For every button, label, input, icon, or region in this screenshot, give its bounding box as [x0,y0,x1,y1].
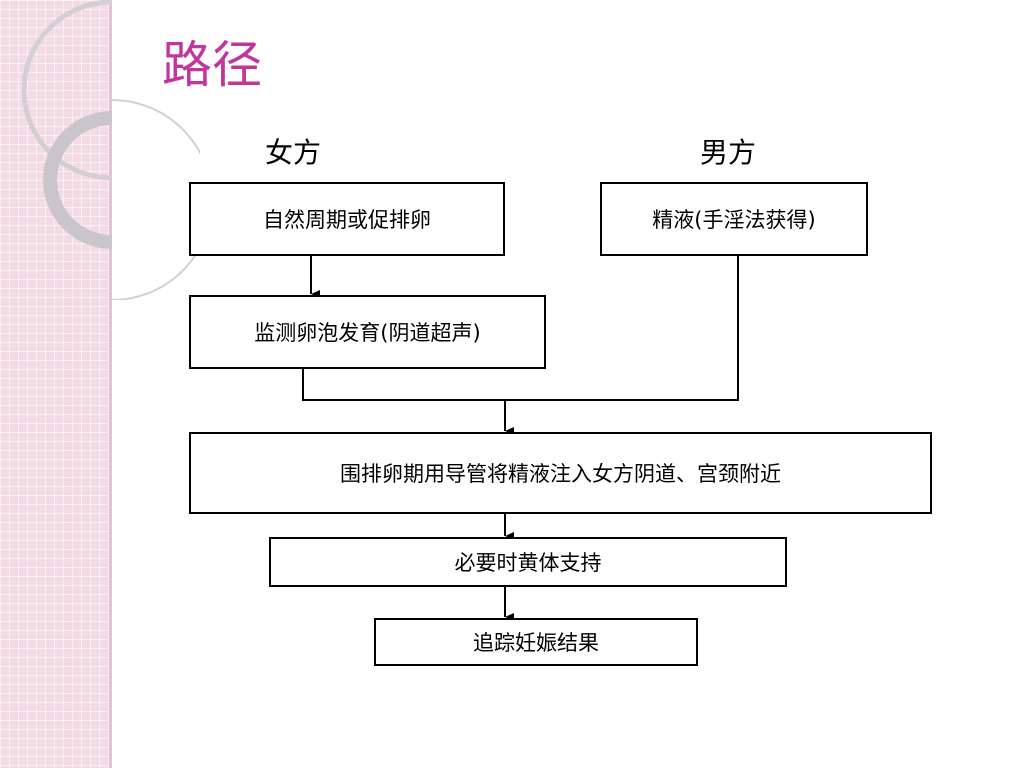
luteal-support-box: 必要时黄体支持 [269,537,787,587]
semen-label: 精液(手淫法获得) [652,208,816,232]
decorative-rings [21,0,200,300]
insemination-label: 围排卵期用导管将精液注入女方阴道、宫颈附近 [340,462,781,486]
decorative-ring-outline [111,99,200,300]
monitoring-label: 监测卵泡发育(阴道超声) [254,321,481,345]
male-label: 男方 [700,136,757,169]
insemination-box: 围排卵期用导管将精液注入女方阴道、宫颈附近 [189,432,932,514]
ovulation-label: 自然周期或促排卵 [263,208,431,232]
merge-connector [302,255,739,401]
decorative-ring-thick [43,111,113,249]
female-label: 女方 [265,136,322,169]
monitoring-box: 监测卵泡发育(阴道超声) [189,295,546,369]
luteal-support-label: 必要时黄体支持 [454,551,602,575]
followup-label: 追踪妊娠结果 [473,631,599,655]
ovulation-box: 自然周期或促排卵 [189,182,505,256]
decorative-ring-large [21,0,113,181]
slide-title: 路径 [162,36,262,94]
followup-box: 追踪妊娠结果 [374,618,698,666]
semen-box: 精液(手淫法获得) [600,182,868,256]
